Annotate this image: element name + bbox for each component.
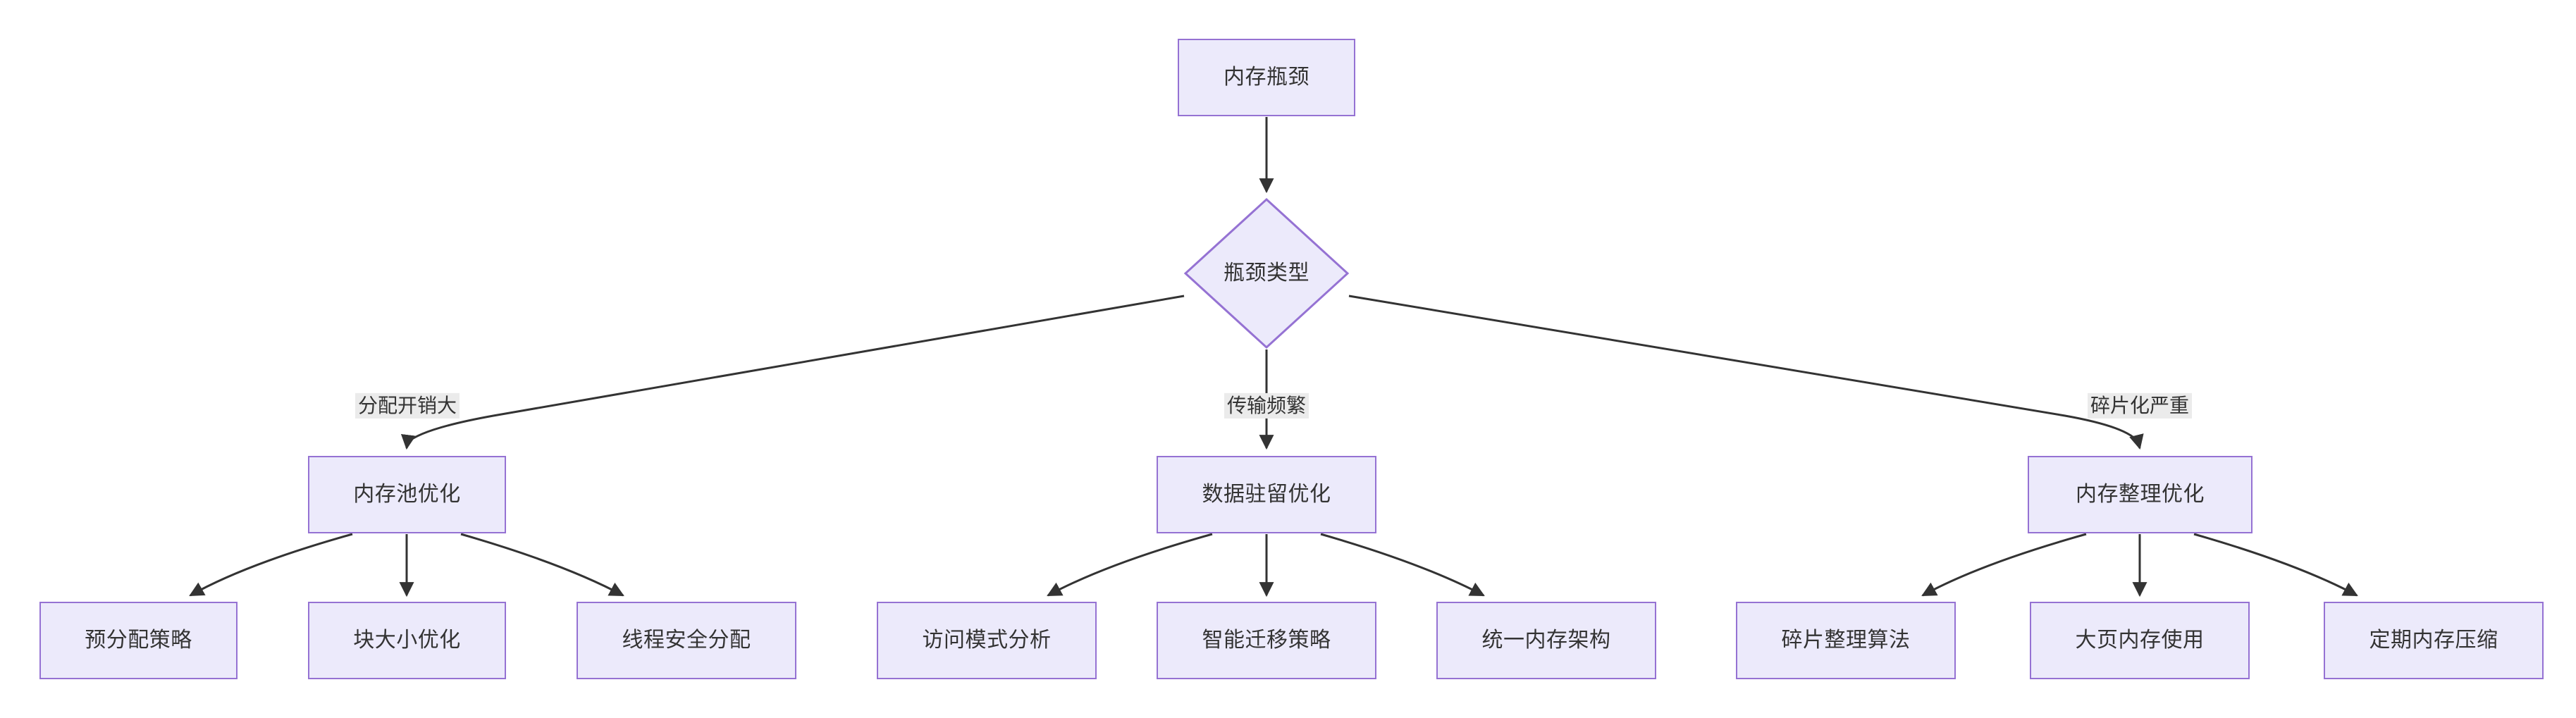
node-branch-0-child-2-label: 线程安全分配 [622, 629, 751, 652]
edge-decision-to-branch-0 [400, 295, 1185, 450]
node-branch-2-child-0[interactable]: 碎片整理算法 [1736, 602, 1956, 679]
node-branch-2[interactable]: 内存整理优化 [2028, 456, 2253, 533]
node-branch-2-child-0-label: 碎片整理算法 [1781, 629, 1911, 652]
node-decision-label: 瓶颈类型 [1224, 261, 1309, 285]
node-branch-1[interactable]: 数据驻留优化 [1157, 456, 1376, 533]
node-branch-2-child-1[interactable]: 大页内存使用 [2030, 602, 2250, 679]
node-branch-0-child-1[interactable]: 块大小优化 [308, 602, 506, 679]
node-branch-0-child-0[interactable]: 预分配策略 [39, 602, 238, 679]
edge-branch-1-to-child-2 [1320, 533, 1485, 597]
node-branch-1-child-1-label: 智能迁移策略 [1202, 629, 1331, 652]
edge-branch-1-to-child-0 [1047, 533, 1213, 597]
node-branch-0[interactable]: 内存池优化 [308, 456, 506, 533]
node-root[interactable]: 内存瓶颈 [1178, 39, 1355, 116]
edge-branch-0-to-child-0 [189, 533, 353, 597]
edge-label-branch-0: 分配开销大 [355, 392, 460, 419]
node-decision[interactable]: 瓶颈类型 [1183, 197, 1350, 349]
edge-branch-0-to-child-2 [460, 533, 624, 597]
node-branch-1-child-0-label: 访问模式分析 [922, 629, 1052, 652]
node-branch-2-child-2[interactable]: 定期内存压缩 [2324, 602, 2544, 679]
edge-label-branch-1: 传输频繁 [1224, 392, 1309, 419]
node-root-label: 内存瓶颈 [1224, 66, 1309, 89]
node-branch-1-child-2[interactable]: 统一内存架构 [1436, 602, 1656, 679]
node-branch-1-label: 数据驻留优化 [1202, 483, 1331, 506]
node-branch-1-child-0[interactable]: 访问模式分析 [877, 602, 1097, 679]
node-branch-0-child-2[interactable]: 线程安全分配 [577, 602, 796, 679]
diamond-shape [1183, 197, 1350, 349]
edge-branch-2-to-child-0 [1921, 533, 2087, 597]
edge-decision-to-branch-2 [1348, 295, 2144, 450]
node-branch-0-child-0-label: 预分配策略 [85, 629, 192, 652]
node-branch-0-label: 内存池优化 [353, 483, 461, 506]
edge-label-branch-2: 碎片化严重 [2087, 392, 2193, 419]
node-branch-1-child-2-label: 统一内存架构 [1481, 629, 1611, 652]
node-branch-2-child-2-label: 定期内存压缩 [2369, 629, 2498, 652]
node-branch-1-child-1[interactable]: 智能迁移策略 [1157, 602, 1376, 679]
node-branch-0-child-1-label: 块大小优化 [353, 629, 461, 652]
node-branch-2-label: 内存整理优化 [2076, 483, 2205, 506]
edge-branch-2-to-child-2 [2193, 533, 2358, 597]
node-branch-2-child-1-label: 大页内存使用 [2075, 629, 2205, 652]
